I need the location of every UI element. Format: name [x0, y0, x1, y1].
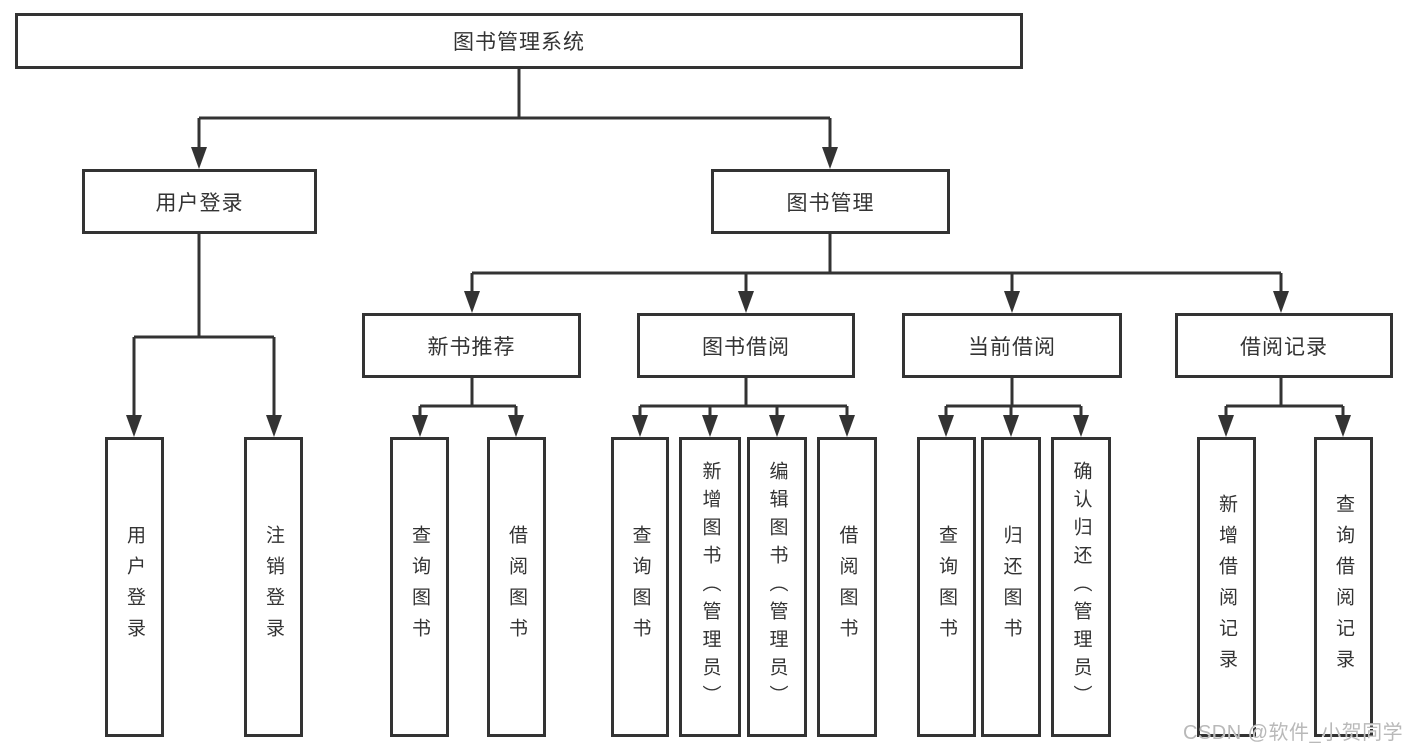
- leaf-query-books-recommend: 查询图书: [390, 437, 449, 737]
- node-book-borrowing: 图书借阅: [637, 313, 855, 378]
- leaf-borrow-books-recommend: 借阅图书: [487, 437, 546, 737]
- leaf-query-borrow-record: 查询借阅记录: [1314, 437, 1373, 737]
- connector-root: [197, 69, 832, 151]
- leaf-query-books-current: 查询图书: [917, 437, 976, 737]
- arrowheads: [126, 147, 1351, 437]
- connector-new-book-recommend: [418, 378, 518, 419]
- leaf-borrow-books-borrowing: 借阅图书: [817, 437, 877, 737]
- leaf-logout: 注销登录: [244, 437, 303, 737]
- node-library-management-system: 图书管理系统: [15, 13, 1023, 69]
- connector-user-login: [132, 234, 276, 419]
- connector-book-borrowing: [638, 378, 849, 419]
- node-new-book-recommend: 新书推荐: [362, 313, 581, 378]
- connector-book-management: [470, 234, 1283, 295]
- watermark: CSDN @软件_小贺同学: [1183, 722, 1404, 744]
- node-book-management: 图书管理: [711, 169, 950, 234]
- leaf-confirm-return-admin: 确认归还（管理员）: [1051, 437, 1111, 737]
- node-user-login: 用户登录: [82, 169, 317, 234]
- leaf-edit-books-admin: 编辑图书（管理员）: [747, 437, 807, 737]
- connector-borrowing-records: [1224, 378, 1345, 419]
- leaf-add-books-admin: 新增图书（管理员）: [679, 437, 741, 737]
- leaf-user-login: 用户登录: [105, 437, 164, 737]
- leaf-query-books-borrowing: 查询图书: [611, 437, 669, 737]
- connector-current-borrowing: [944, 378, 1083, 419]
- node-borrowing-records: 借阅记录: [1175, 313, 1393, 378]
- leaf-return-books: 归还图书: [981, 437, 1041, 737]
- node-current-borrowing: 当前借阅: [902, 313, 1122, 378]
- leaf-add-borrow-record: 新增借阅记录: [1197, 437, 1256, 737]
